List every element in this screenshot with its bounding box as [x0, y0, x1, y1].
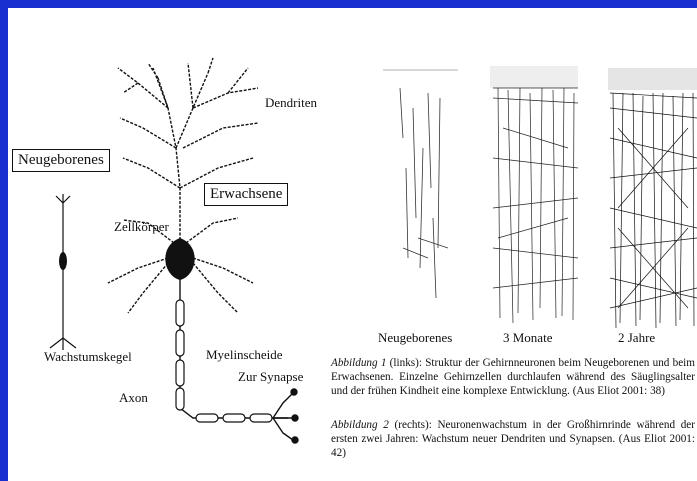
newborn-cell-body: [59, 252, 67, 270]
slide-content: Dendriten Neugeborenes Erwachsene Zellkö…: [8, 8, 697, 481]
caption-abbildung-1: Abbildung 1 (links): Struktur der Gehirn…: [331, 356, 695, 398]
panel-label-3-monate: 3 Monate: [503, 330, 552, 346]
panel-label-neugeborenes: Neugeborenes: [378, 330, 452, 346]
label-wachstumskegel: Wachstumskegel: [44, 349, 132, 365]
caption-1-title: Abbildung 1: [331, 357, 386, 369]
cell-body-shape: [165, 238, 194, 280]
cortex-panel-newborn: [383, 70, 458, 298]
adult-neuron: [108, 58, 288, 418]
label-myelinscheide: Myelinscheide: [206, 347, 283, 363]
label-zur-synapse: Zur Synapse: [238, 369, 303, 385]
label-erwachsene-box: Erwachsene: [204, 183, 288, 206]
label-neugeborenes-box: Neugeborenes: [12, 149, 110, 172]
synapse-terminals: [273, 389, 298, 443]
label-axon: Axon: [119, 390, 148, 406]
caption-abbildung-2: Abbildung 2 (rechts): Neuronenwachstum i…: [331, 418, 695, 460]
caption-2-title: Abbildung 2: [331, 419, 389, 431]
label-dendriten: Dendriten: [265, 95, 317, 111]
newborn-neuron: [50, 194, 76, 350]
panel-label-2-jahre: 2 Jahre: [618, 330, 655, 346]
cortex-panel-2years: [608, 68, 697, 328]
neuron-diagram: [8, 8, 697, 481]
label-zellkoerper: Zellkörper: [114, 219, 169, 235]
caption-1-text: (links): Struktur der Gehirnneuronen bei…: [331, 357, 695, 397]
cortex-panel-3months: [490, 66, 578, 323]
